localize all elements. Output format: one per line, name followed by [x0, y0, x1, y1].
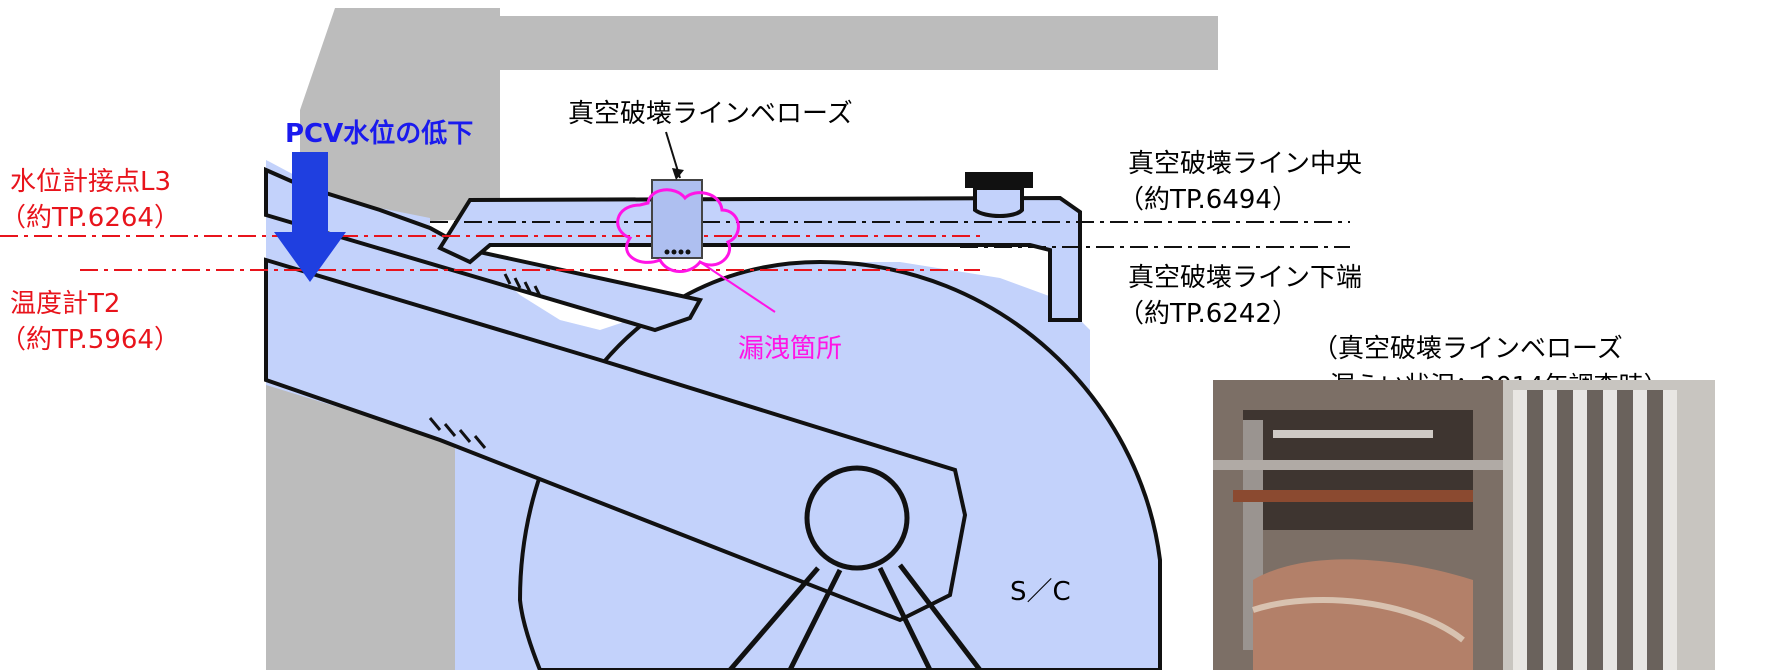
vacuum-line-bottom-value: （約TP.6242） [1118, 299, 1298, 329]
concrete-structure [266, 8, 1218, 670]
thermometer-t2-label: 温度計T2 [10, 289, 121, 319]
suppression-chamber-label: S／C [1010, 577, 1071, 607]
thermometer-t2-value: （約TP.5964） [0, 325, 180, 355]
pcv-water-drop-label: PCV水位の低下 [285, 119, 474, 149]
ring-header [804, 465, 910, 571]
photo-caption-line-1: （真空破壊ラインベローズ [1312, 334, 1623, 364]
bellows-dots [664, 249, 691, 255]
bellows-label: 真空破壊ラインベローズ [568, 99, 853, 129]
valve-body [973, 186, 1024, 218]
support-legs [728, 563, 982, 670]
leak-cloud [616, 188, 740, 273]
level-switch-l3-label: 水位計接点L3 [10, 167, 172, 197]
vent-header [264, 257, 968, 623]
valve-cap [965, 172, 1033, 188]
vacuum-break-line [437, 195, 1082, 322]
leak-location-label: 漏洩箇所 [738, 334, 843, 364]
water-drop-arrow [274, 152, 346, 282]
bolt-marks [428, 273, 542, 449]
vacuum-line-center-value: （約TP.6494） [1118, 185, 1298, 215]
vacuum-line-bottom-label: 真空破壊ライン下端 [1128, 263, 1363, 293]
level-switch-l3-value: （約TP.6264） [0, 203, 180, 233]
vacuum-break-reference-lines [430, 221, 1350, 248]
leak-pointer [699, 261, 776, 313]
water-level-lines [0, 235, 980, 271]
photo-drawing [1213, 380, 1715, 670]
bellows-leak-photo [1213, 380, 1715, 670]
vacuum-line-center-label: 真空破壊ライン中央 [1128, 149, 1363, 179]
bellows-pointer-head [672, 168, 684, 180]
